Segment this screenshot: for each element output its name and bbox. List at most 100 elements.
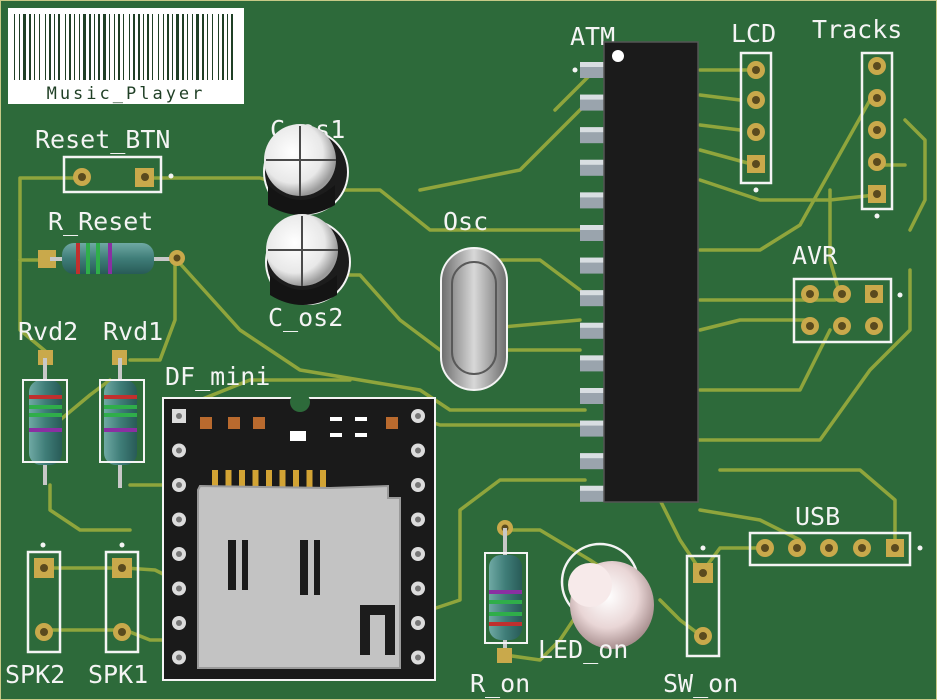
barcode-bar: [69, 14, 71, 80]
barcode-bar: [58, 14, 60, 80]
lcd-header: LCD: [731, 19, 776, 193]
label-reset-btn: Reset_BTN: [35, 125, 170, 154]
barcode-bar: [152, 14, 153, 80]
barcode-bar: [163, 14, 164, 80]
sd-contact: [225, 470, 232, 488]
barcode-bar: [23, 14, 26, 80]
label-avr: AVR: [792, 241, 838, 270]
label-tracks: Tracks: [812, 15, 902, 44]
barcode-bar: [202, 14, 204, 80]
barcode-bar: [176, 14, 179, 80]
barcode-bar: [227, 14, 228, 80]
barcode-bar: [129, 14, 130, 80]
logo-text: Music_Player: [47, 84, 206, 104]
barcode-bar: [218, 14, 219, 80]
barcode-bar: [147, 14, 149, 80]
label-rvd1: Rvd1: [103, 317, 163, 346]
switch-sw-on: SW_on: [663, 545, 738, 698]
barcode-bar: [222, 14, 224, 80]
avr-pins: [801, 285, 883, 335]
sd-contact: [212, 470, 218, 488]
atm-pin1-marker: [612, 50, 624, 62]
tracks-header: Tracks: [812, 15, 902, 219]
sd-card-contacts: [212, 470, 326, 488]
barcode-bar: [187, 14, 188, 80]
music-player-logo: Music_Player: [8, 8, 244, 104]
label-df-mini: DF_mini: [165, 362, 270, 391]
barcode-bar: [34, 14, 35, 80]
barcode-bar: [118, 14, 120, 80]
barcode-bar: [45, 14, 46, 80]
barcode-bar: [207, 14, 208, 80]
barcode-bar: [65, 14, 66, 80]
usb-header: USB: [748, 502, 923, 567]
barcode-bar: [83, 14, 86, 80]
barcode-bar: [212, 14, 213, 80]
usb-pins: [756, 539, 904, 557]
barcode-bar: [172, 14, 173, 80]
barcode-bar: [79, 14, 80, 80]
barcode-bar: [196, 14, 199, 80]
tracks-pins: [868, 57, 886, 203]
barcode-graphic: [14, 14, 233, 80]
barcode-bar: [39, 14, 40, 80]
label-spk1: SPK1: [88, 660, 148, 689]
barcode-bar: [94, 14, 95, 80]
barcode-bar: [158, 14, 159, 80]
sd-card-slot: [197, 484, 401, 669]
sd-contact: [252, 470, 259, 488]
crystal-oscillator-osc: Osc: [440, 207, 508, 391]
label-lcd: LCD: [731, 19, 776, 48]
label-rvd2: Rvd2: [18, 317, 78, 346]
sd-contact: [320, 470, 326, 488]
label-c-os2: C_os2: [268, 303, 343, 332]
capacitor-c-os1: C_os1: [263, 115, 349, 215]
barcode-bar: [98, 14, 100, 80]
barcode-bar: [138, 14, 140, 80]
label-osc: Osc: [443, 207, 488, 236]
resistor-rvd2: Rvd2: [18, 317, 78, 485]
barcode-bar: [167, 14, 169, 80]
barcode-bar: [192, 14, 193, 80]
speaker-connector-spk2: SPK2: [5, 542, 65, 689]
df-mini-module: DF_mini: [162, 362, 436, 681]
led-on: LED_on: [538, 542, 654, 664]
barcode-bar: [103, 14, 106, 80]
lcd-pins: [747, 61, 765, 173]
barcode-bar: [114, 14, 115, 80]
sd-contact: [239, 470, 245, 488]
barcode-bar: [49, 14, 51, 80]
resistor-rvd1: Rvd1: [99, 317, 163, 488]
atm-chip-body: [603, 41, 699, 503]
barcode-bar: [123, 14, 124, 80]
label-sw-on: SW_on: [663, 669, 738, 698]
label-r-reset: R_Reset: [48, 207, 153, 236]
barcode-bar: [54, 14, 55, 80]
barcode-bar: [74, 14, 75, 80]
barcode-bar: [29, 14, 31, 80]
resistor-r-on: R_on: [470, 520, 530, 698]
barcode-bar: [133, 14, 135, 80]
label-led-on: LED_on: [538, 635, 628, 664]
sd-contact: [306, 470, 313, 488]
barcode-bar: [14, 14, 15, 80]
atm-left-pins: [580, 62, 604, 502]
speaker-connector-spk1: SPK1: [88, 542, 148, 689]
capacitor-c-os2: C_os2: [265, 214, 351, 332]
barcode-bar: [19, 14, 20, 80]
barcode-bar: [231, 14, 233, 80]
barcode-bar: [89, 14, 91, 80]
barcode-bar: [182, 14, 184, 80]
label-r-on: R_on: [470, 669, 530, 698]
sd-contact: [279, 470, 286, 488]
barcode-bar: [109, 14, 110, 80]
label-usb: USB: [795, 502, 840, 531]
sd-contact: [293, 470, 299, 488]
resistor-r-reset: R_Reset: [38, 207, 185, 274]
barcode-bar: [143, 14, 144, 80]
sd-contact: [266, 470, 272, 488]
label-spk2: SPK2: [5, 660, 65, 689]
avr-isp-header: AVR: [792, 241, 903, 344]
reset-button-footprint: Reset_BTN: [35, 125, 174, 194]
